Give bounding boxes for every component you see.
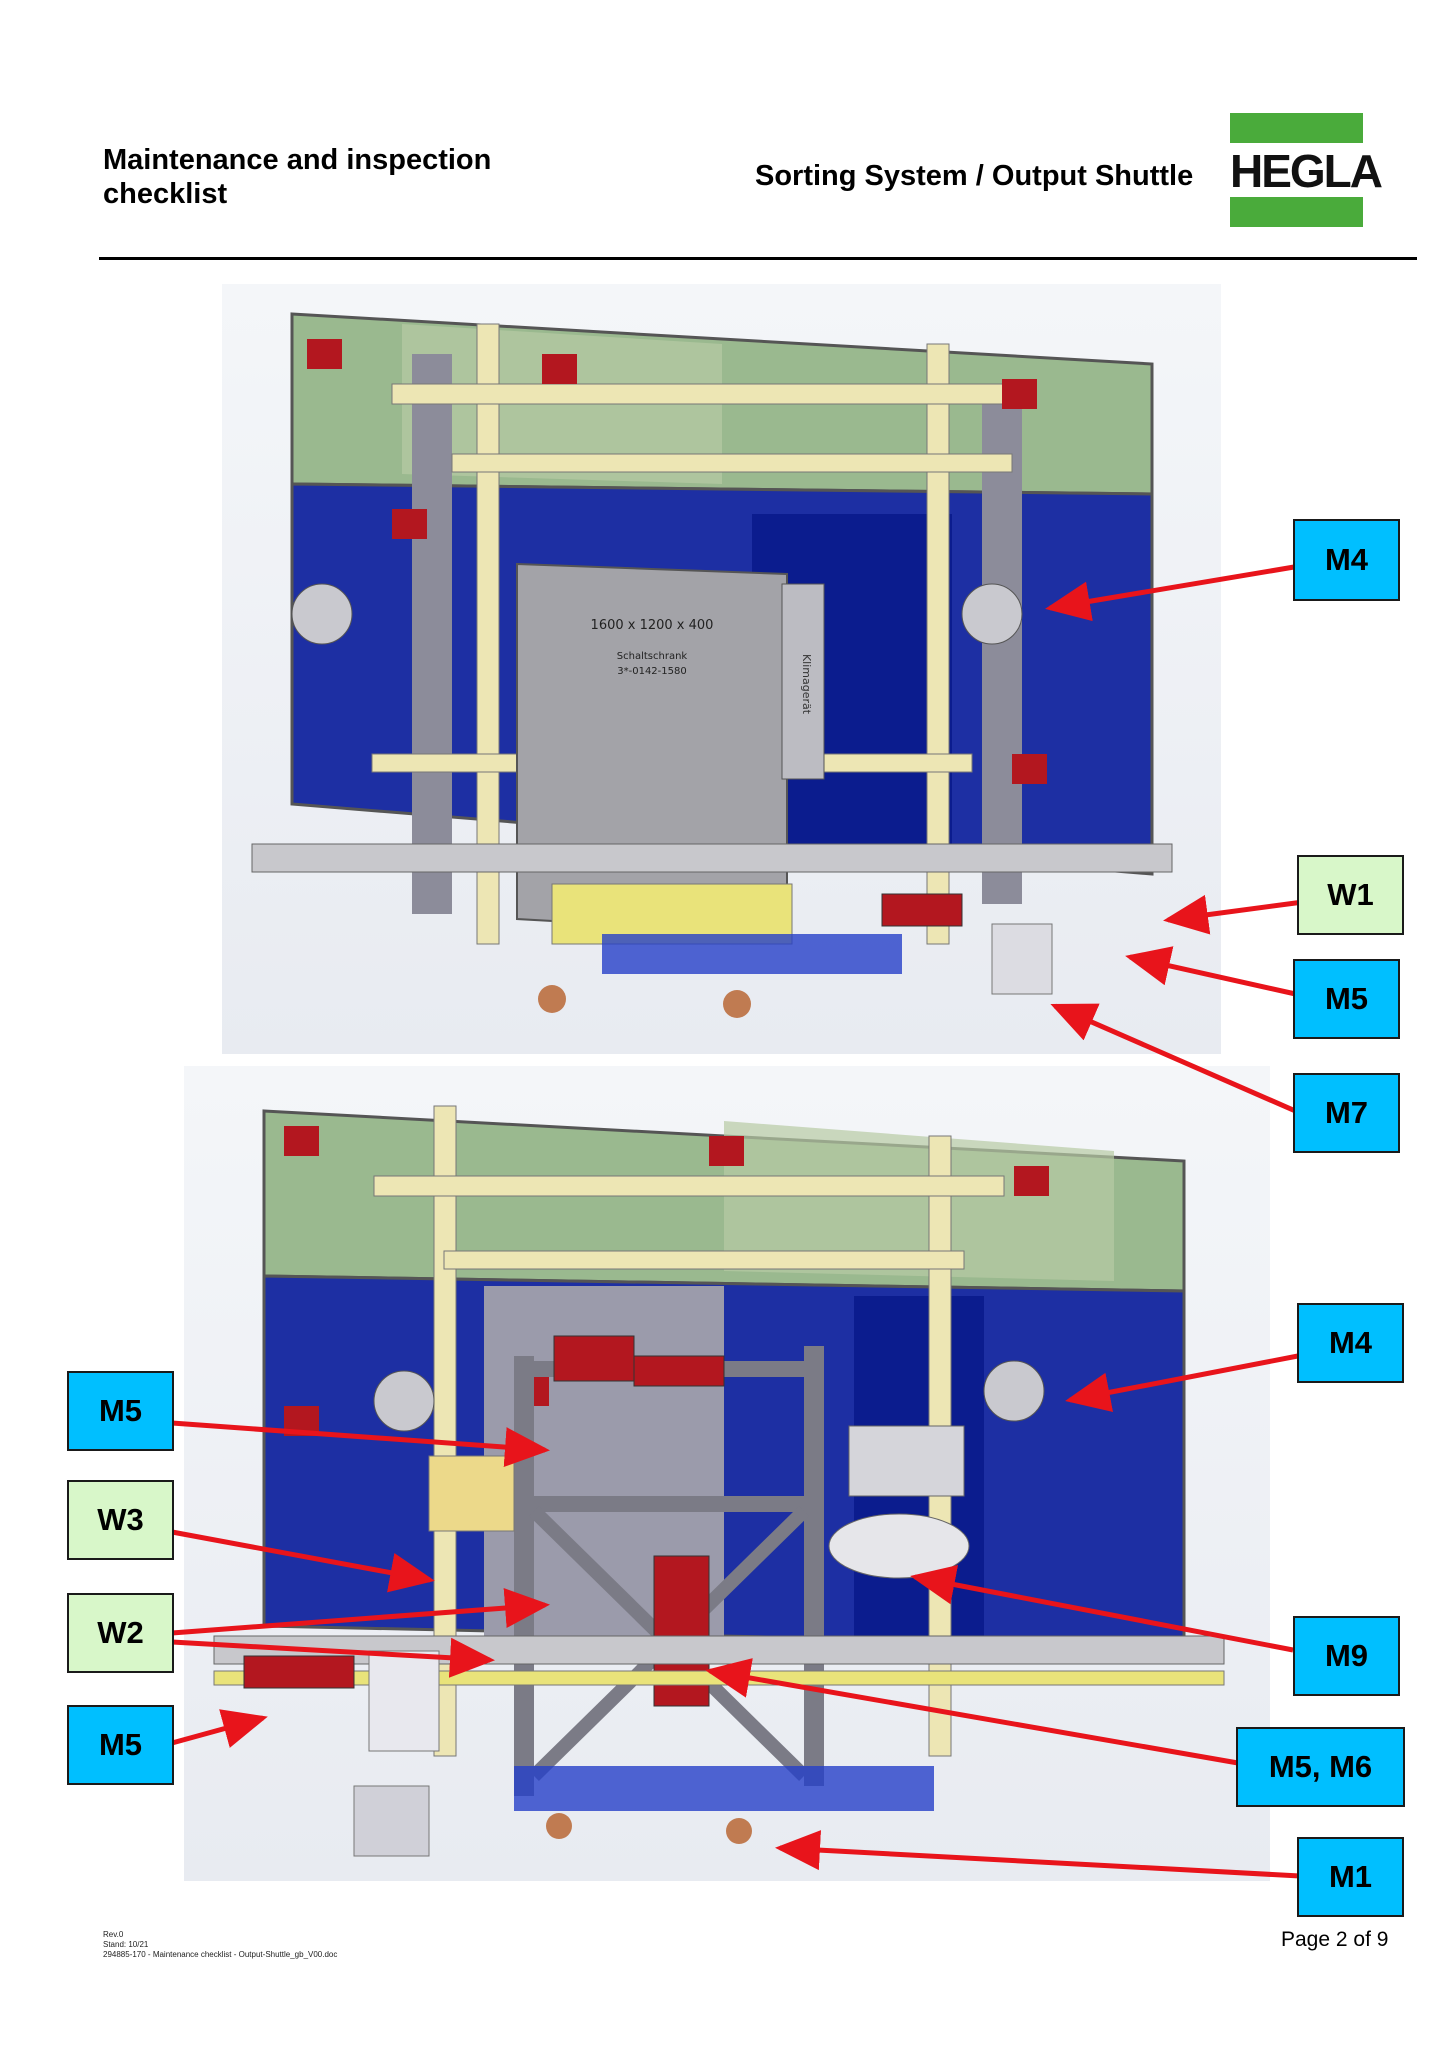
- callout-bot-m9: M9: [1293, 1616, 1400, 1696]
- arrow-bot-w2-b: [171, 1637, 495, 1678]
- machine-drawing-front: 1600 x 1200 x 400 Schaltschrank 3*-0142-…: [251, 312, 1173, 1018]
- arrow-top-m5: [1125, 946, 1301, 998]
- arrow-bot-w3: [171, 1529, 435, 1593]
- callout-bot-m5-bottom: M5: [67, 1705, 174, 1785]
- callout-bot-m5-top: M5: [67, 1371, 174, 1451]
- cabinet-size-label: 1600 x 1200 x 400: [591, 618, 714, 633]
- callout-bot-w3: W3: [67, 1480, 174, 1560]
- figure-front-view: 1600 x 1200 x 400 Schaltschrank 3*-0142-…: [222, 284, 1221, 1054]
- callout-top-m5: M5: [1293, 959, 1400, 1039]
- arrow-bot-m5-left: [171, 1709, 268, 1748]
- callout-top-w1: W1: [1297, 855, 1404, 935]
- machine-drawing-rear: [213, 1105, 1225, 1857]
- callout-top-m7: M7: [1293, 1073, 1400, 1153]
- arrow-bot-m5m6: [705, 1658, 1239, 1766]
- page-number: Page 2 of 9: [1281, 1928, 1389, 1951]
- cabinet-name-label: Schaltschrank: [617, 651, 688, 662]
- arrow-top-w1: [1163, 894, 1304, 935]
- document-subtitle: Sorting System / Output Shuttle: [755, 160, 1194, 192]
- callout-bot-m4: M4: [1297, 1303, 1404, 1383]
- footer-doc-name: 294885-170 - Maintenance checklist - Out…: [103, 1950, 338, 1959]
- cabinet-number-label: 3*-0142-1580: [617, 666, 686, 677]
- arrow-bot-m4: [1065, 1352, 1304, 1413]
- header-rule: [99, 257, 1417, 260]
- figure-rear-view: [184, 1066, 1270, 1881]
- logo-wordmark: HEGLA: [1230, 145, 1383, 197]
- arrow-top-m7: [1050, 1003, 1302, 1116]
- footer-rev: Rev.0: [103, 1930, 124, 1939]
- callout-bot-m5m6: M5, M6: [1236, 1727, 1405, 1807]
- document-title: Maintenance and inspection checklist: [103, 144, 492, 210]
- arrow-bot-m1: [775, 1830, 1301, 1879]
- hegla-logo: HEGLA: [1230, 113, 1383, 227]
- footer-meta: Rev.0 Stand: 10/21 294885-170 - Maintena…: [103, 1930, 337, 1960]
- logo-bottom-bar: [1230, 197, 1363, 227]
- arrow-bot-m5-top: [171, 1420, 550, 1468]
- arrow-bot-w2-a: [171, 1588, 550, 1636]
- climate-unit-label: Klimagerät: [800, 654, 813, 715]
- arrow-bot-m9: [910, 1564, 1294, 1653]
- arrow-top-m4: [1045, 563, 1301, 622]
- footer-stand: Stand: 10/21: [103, 1940, 149, 1949]
- callout-bot-m1: M1: [1297, 1837, 1404, 1917]
- logo-top-bar: [1230, 113, 1363, 143]
- callout-bot-w2: W2: [67, 1593, 174, 1673]
- callout-top-m4: M4: [1293, 519, 1400, 601]
